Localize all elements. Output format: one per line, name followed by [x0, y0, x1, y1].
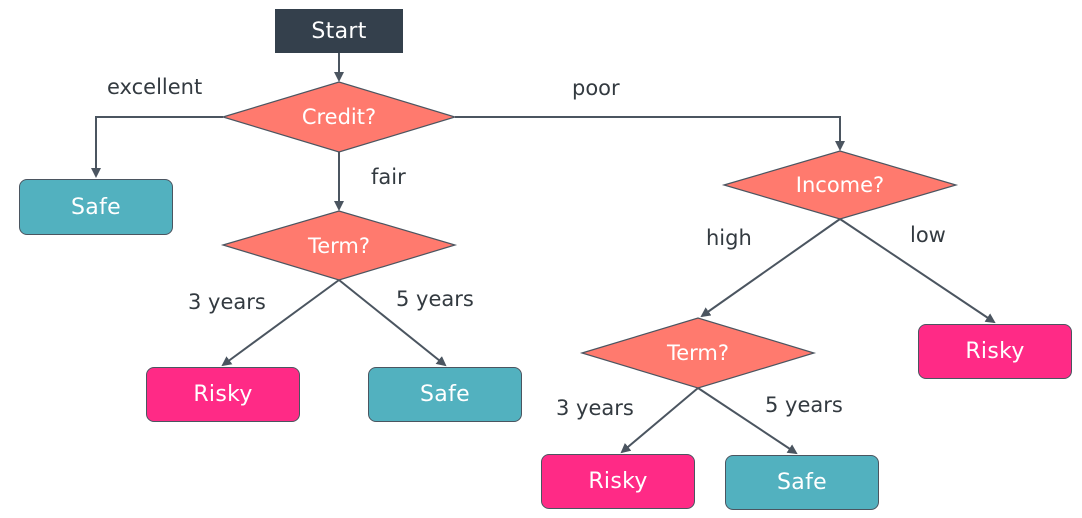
edge-label-low: low — [910, 223, 946, 247]
term-right-5-years-arrow — [697, 387, 798, 455]
term-left-decision-label: Term? — [307, 233, 371, 258]
income-low-arrow — [839, 218, 996, 324]
term-left-decision-node — [220, 210, 458, 281]
term-left-3-years-arrow — [221, 279, 340, 367]
leaf-safe-left-5-years: Safe — [368, 367, 522, 422]
term-left-5-years-arrow — [338, 279, 447, 367]
edge-label-excellent: excellent — [107, 75, 203, 99]
credit-decision-label: Credit? — [301, 105, 377, 129]
income-decision-label: Income? — [795, 173, 885, 197]
edge-label-left-3-years: 3 years — [188, 290, 266, 314]
term-right-decision-node — [579, 317, 817, 389]
income-high-arrow — [700, 218, 841, 318]
leaf-risky-income-low: Risky — [918, 324, 1072, 379]
term-right-3-years-arrow — [620, 387, 699, 454]
income-decision-node — [721, 150, 959, 220]
leaf-label: Safe — [71, 194, 121, 220]
edge-label-high: high — [706, 226, 752, 250]
leaf-label: Risky — [965, 339, 1025, 364]
start-node: Start — [275, 9, 403, 53]
edge-label-left-5-years: 5 years — [396, 287, 474, 311]
leaf-risky-left-3-years: Risky — [146, 367, 300, 422]
edge-label-right-5-years: 5 years — [765, 393, 843, 417]
credit-excellent-arrow — [91, 116, 223, 178]
term-right-decision-label: Term? — [666, 341, 730, 365]
edge-label-fair: fair — [371, 165, 406, 189]
leaf-label: Safe — [777, 470, 827, 495]
leaf-safe-excellent: Safe — [19, 179, 173, 235]
leaf-safe-right-5-years: Safe — [725, 455, 879, 510]
start-node-label: Start — [311, 18, 367, 44]
edge-label-right-3-years: 3 years — [556, 396, 634, 420]
credit-poor-arrow — [455, 116, 845, 151]
leaf-label: Risky — [193, 382, 253, 407]
edge-label-poor: poor — [572, 76, 620, 100]
leaf-label: Risky — [588, 469, 648, 494]
leaf-risky-right-3-years: Risky — [541, 454, 695, 509]
leaf-label: Safe — [420, 382, 470, 407]
